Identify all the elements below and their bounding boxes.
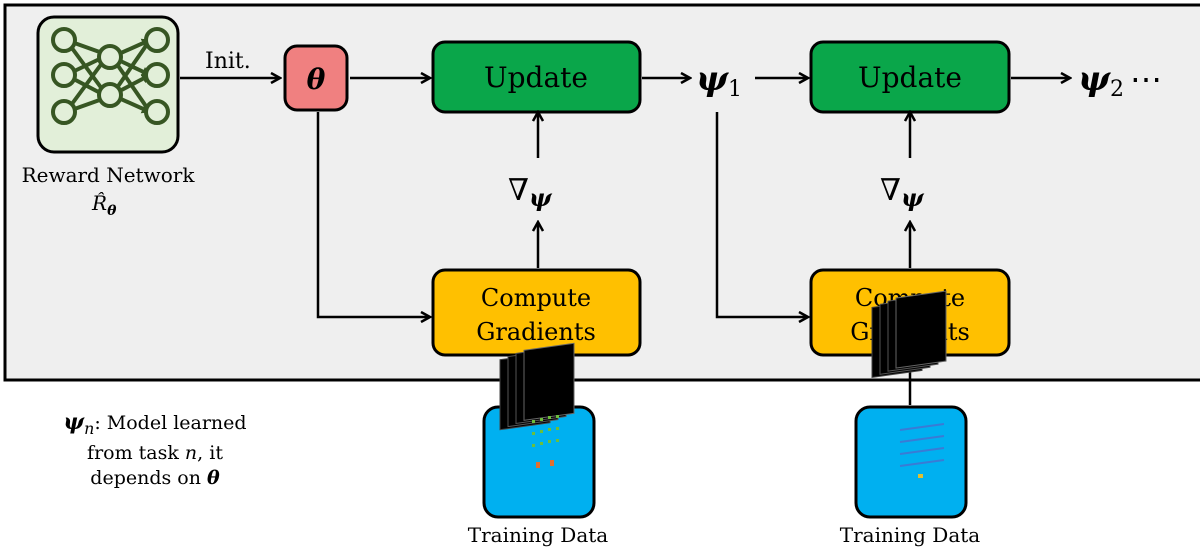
init-label: Init. bbox=[205, 49, 251, 74]
reward-network-icon bbox=[36, 15, 180, 154]
legend-theta-var: θ bbox=[207, 466, 220, 489]
gradient-symbol-2: ∇ψ bbox=[880, 173, 925, 212]
theta-box bbox=[283, 44, 349, 112]
psi1-symbol: ψ1 bbox=[696, 59, 742, 102]
legend-text-2a: from task bbox=[87, 441, 185, 464]
training-data-label-1: Training Data bbox=[468, 523, 609, 547]
psi2-symbol: ψ2⋯ bbox=[1078, 59, 1162, 102]
legend-psi-subscript: n bbox=[84, 418, 95, 438]
legend-text-3: depends on bbox=[90, 466, 208, 489]
legend-line-2: from task n, it bbox=[30, 441, 280, 466]
reward-network-caption: Reward Network bbox=[22, 163, 196, 187]
training-data-icon-1 bbox=[482, 342, 596, 519]
theta-to-gradients-arrow bbox=[316, 112, 430, 317]
legend-text-1: : Model learned bbox=[94, 412, 247, 434]
reward-network-symbol: R̂θ bbox=[91, 191, 117, 219]
psi-legend: ψn: Model learned from task n, it depend… bbox=[30, 410, 280, 491]
training-data-label-2: Training Data bbox=[840, 523, 981, 547]
training-data-icon-2 bbox=[854, 290, 968, 519]
legend-psi-symbol: ψ bbox=[63, 409, 85, 435]
theta-symbol: θ bbox=[307, 63, 326, 96]
legend-line-3: depends on θ bbox=[30, 466, 280, 491]
legend-text-2b: , it bbox=[197, 441, 223, 464]
update-label-1: Update bbox=[484, 61, 588, 94]
psi1-to-gradients-arrow bbox=[715, 112, 808, 317]
compute-label-1: Compute bbox=[481, 284, 591, 312]
gradients-label-1: Gradients bbox=[476, 318, 596, 346]
legend-line-1: ψn: Model learned bbox=[30, 410, 280, 441]
gradient-symbol-1: ∇ψ bbox=[508, 173, 553, 212]
legend-task-var: n bbox=[184, 441, 198, 464]
update-label-2: Update bbox=[858, 61, 962, 94]
